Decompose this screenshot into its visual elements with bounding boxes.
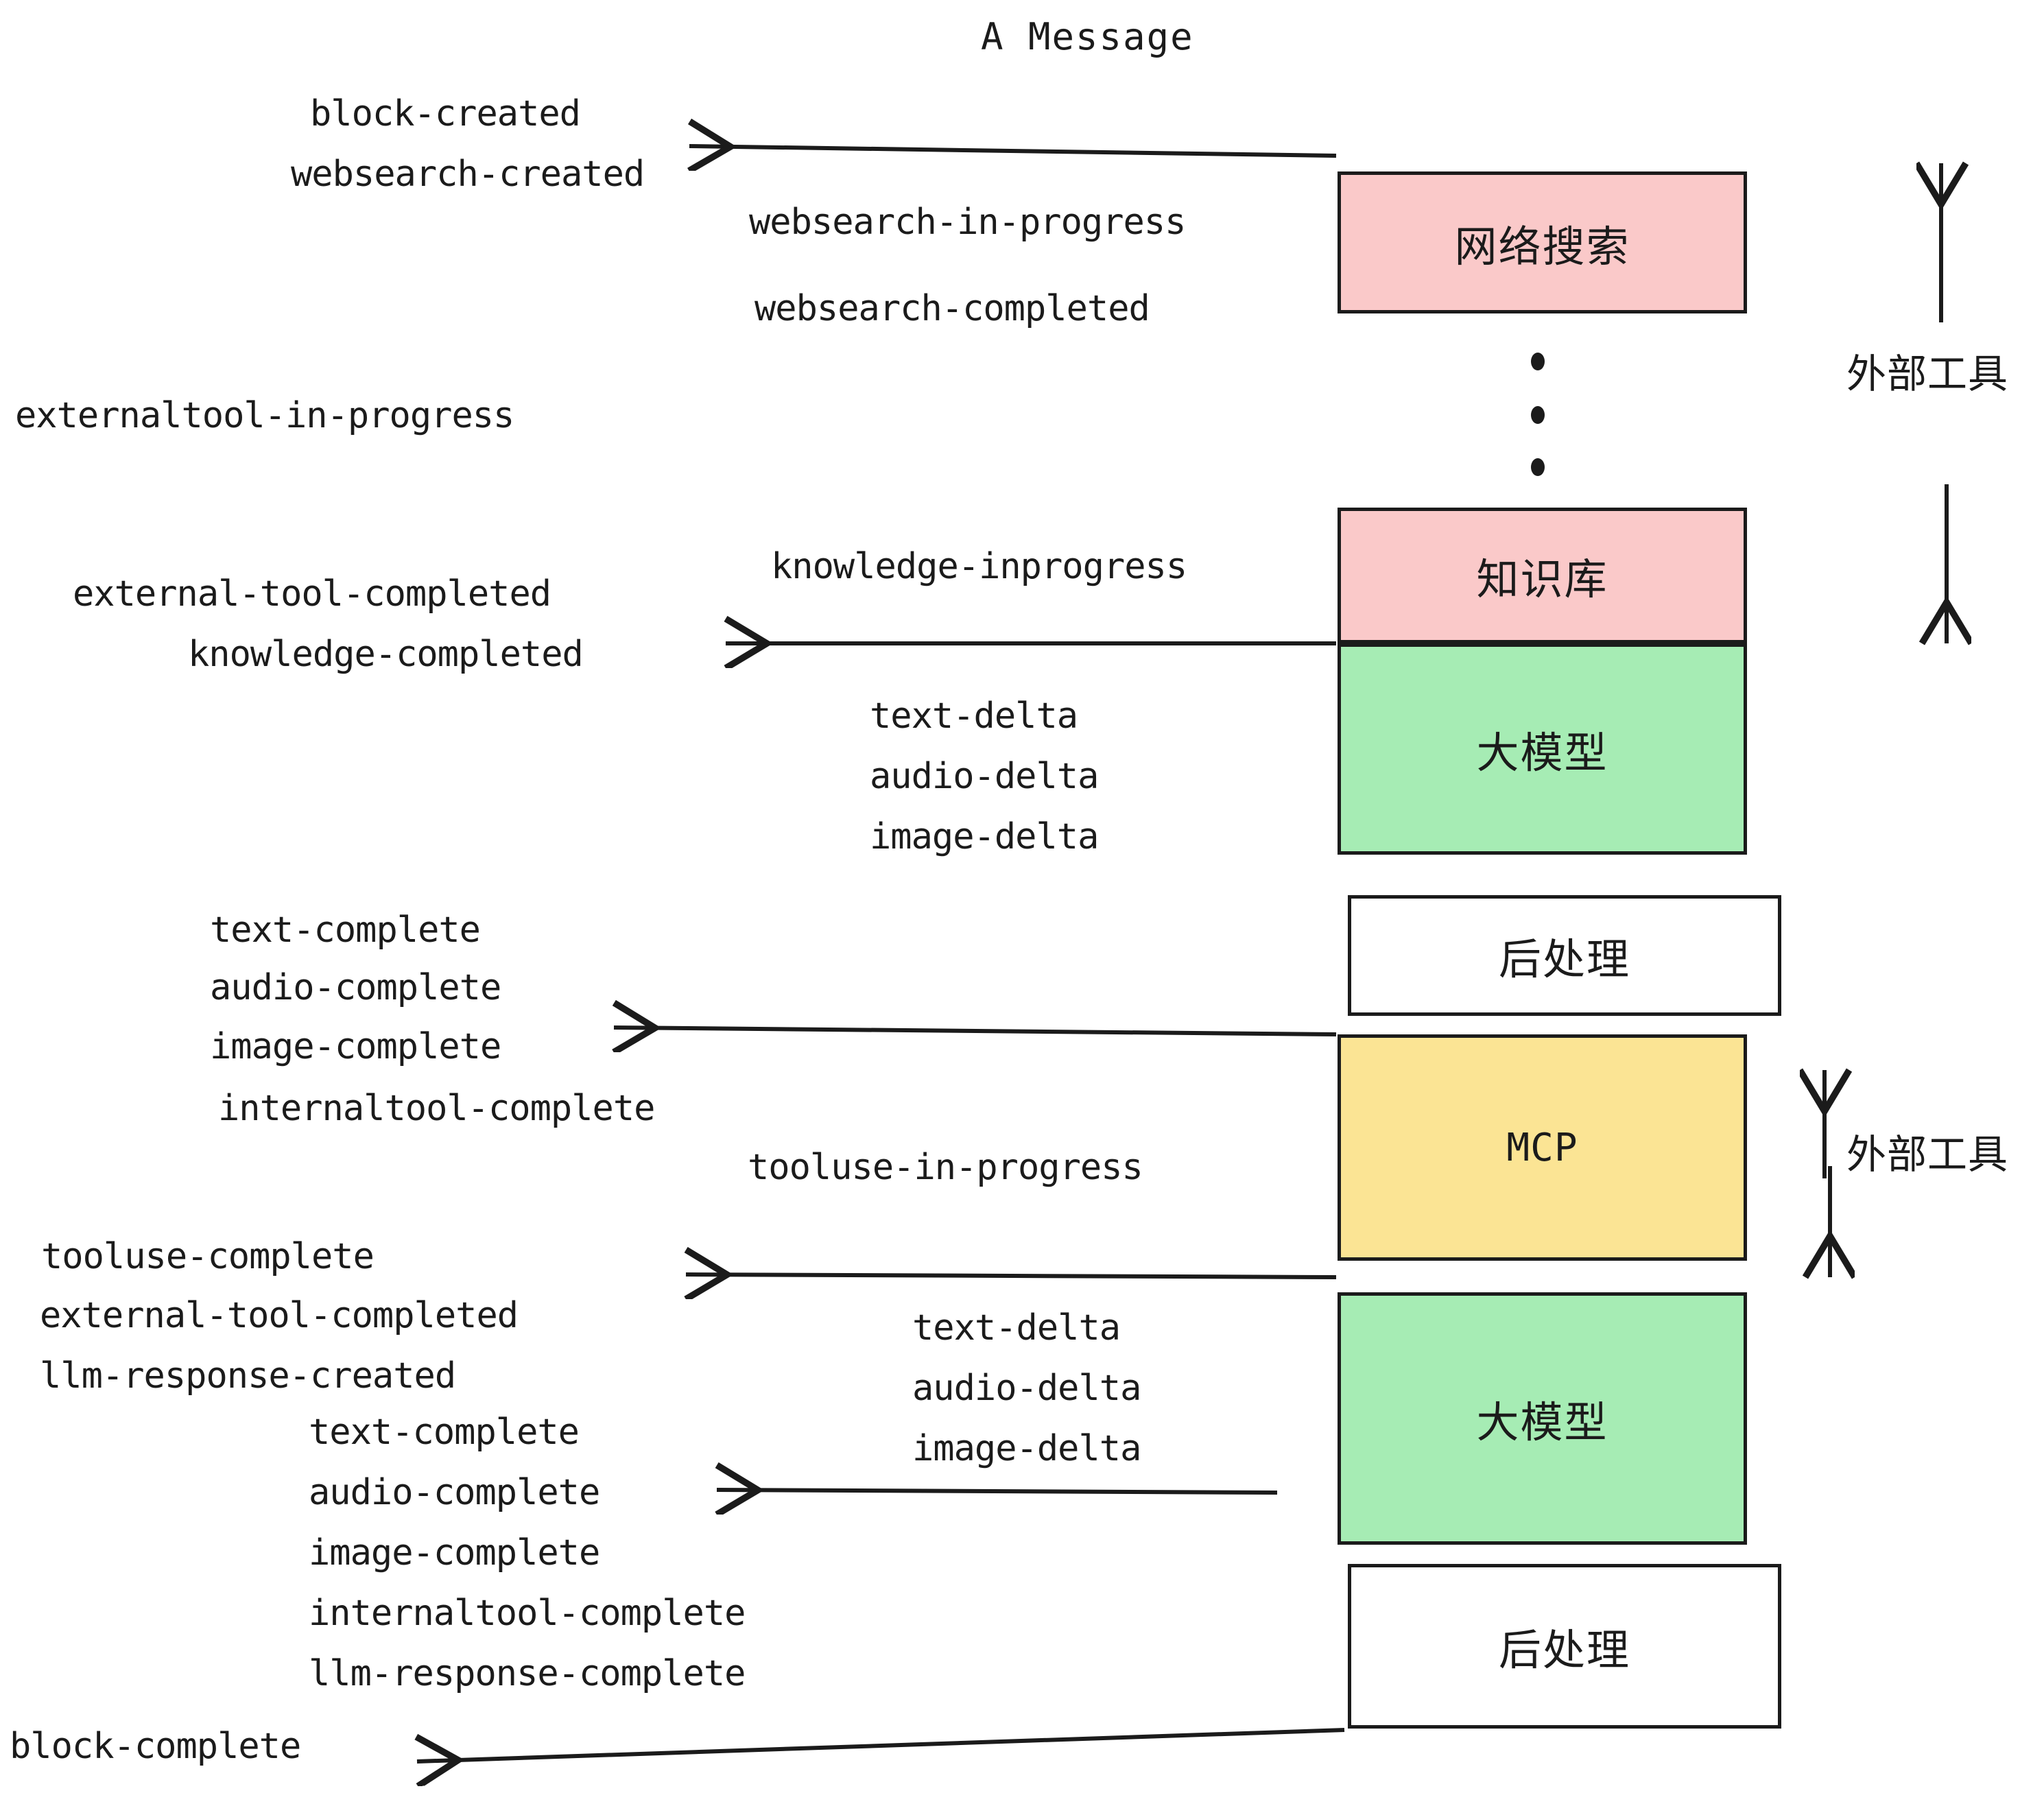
box-knowledge[interactable]: 知识库	[1338, 508, 1747, 643]
event-label-externaltool-in-progress: externaltool-in-progress	[15, 395, 514, 436]
ellipsis-dot	[1531, 458, 1545, 476]
box-websearch-label: 网络搜索	[1454, 221, 1630, 272]
event-label-external-tool-completed-1: external-tool-completed	[73, 573, 551, 615]
arrow-audio-complete-2	[717, 1490, 1278, 1493]
box-llm-1-label: 大模型	[1476, 728, 1608, 778]
event-label-image-complete-2: image-complete	[309, 1532, 600, 1574]
event-label-image-delta-1: image-delta	[870, 816, 1099, 857]
event-label-text-complete-2: text-complete	[309, 1412, 580, 1453]
event-label-block-complete: block-complete	[10, 1726, 301, 1767]
side-label-external-tools-top: 外部工具	[1846, 351, 2009, 397]
box-postprocess-1[interactable]: 后处理	[1348, 895, 1781, 1016]
event-label-text-delta-1: text-delta	[870, 696, 1078, 737]
arrow-image-complete-1	[614, 1028, 1337, 1034]
arrow-tooluse-complete	[686, 1274, 1337, 1277]
event-label-websearch-in-progress: websearch-in-progress	[749, 202, 1186, 243]
side-label-external-tools-bottom: 外部工具	[1846, 1131, 2009, 1178]
event-label-audio-complete-2: audio-complete	[309, 1472, 600, 1513]
event-label-text-complete-1: text-complete	[210, 910, 481, 951]
box-llm-2[interactable]: 大模型	[1338, 1292, 1747, 1545]
box-knowledge-label: 知识库	[1476, 554, 1608, 604]
event-label-llm-response-complete: llm-response-complete	[309, 1653, 746, 1694]
event-label-audio-delta-1: audio-delta	[870, 756, 1099, 797]
event-label-tooluse-complete: tooluse-complete	[41, 1236, 375, 1277]
event-label-tooluse-in-progress: tooluse-in-progress	[748, 1147, 1143, 1188]
arrow-block-complete	[417, 1728, 1345, 1761]
box-postprocess-1-label: 后处理	[1498, 934, 1630, 984]
event-label-audio-delta-2: audio-delta	[912, 1368, 1141, 1409]
box-websearch[interactable]: 网络搜索	[1338, 171, 1747, 313]
box-postprocess-2-label: 后处理	[1498, 1625, 1630, 1675]
box-llm-1[interactable]: 大模型	[1338, 643, 1747, 855]
event-label-internaltool-complete-1: internaltool-complete	[218, 1088, 655, 1129]
event-label-text-delta-2: text-delta	[912, 1307, 1121, 1349]
box-llm-2-label: 大模型	[1476, 1397, 1608, 1447]
event-label-llm-response-created: llm-response-created	[40, 1355, 456, 1397]
event-label-image-complete-1: image-complete	[210, 1026, 501, 1067]
arrow-block-created	[689, 146, 1337, 156]
event-label-knowledge-completed: knowledge-completed	[188, 634, 584, 675]
ellipsis-dot	[1531, 406, 1545, 424]
event-label-image-delta-2: image-delta	[912, 1428, 1141, 1469]
event-label-external-tool-completed-2: external-tool-completed	[40, 1295, 519, 1336]
event-label-knowledge-inprogress: knowledge-inprogress	[771, 546, 1187, 587]
event-label-websearch-completed: websearch-completed	[754, 288, 1150, 329]
event-label-block-created: block-created	[310, 93, 581, 134]
box-mcp[interactable]: MCP	[1338, 1034, 1747, 1261]
diagram-title: A Message	[981, 15, 1194, 58]
box-mcp-label: MCP	[1506, 1125, 1578, 1170]
event-label-websearch-created: websearch-created	[291, 154, 645, 195]
box-postprocess-2[interactable]: 后处理	[1348, 1564, 1781, 1729]
ellipsis-dot	[1531, 353, 1545, 370]
event-label-audio-complete-1: audio-complete	[210, 967, 501, 1008]
event-label-internaltool-complete-2: internaltool-complete	[309, 1593, 746, 1634]
